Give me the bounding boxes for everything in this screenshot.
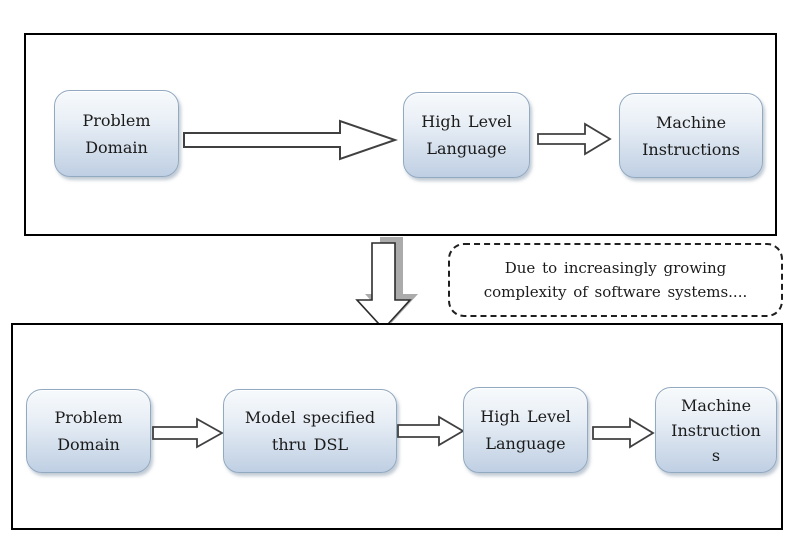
right-arrow-icon	[537, 122, 612, 156]
node-high-level-language-bottom: High Level Language	[463, 387, 588, 473]
right-arrow-icon	[592, 417, 655, 449]
node-label-line: Domain	[57, 435, 120, 454]
node-label-line: Problem	[82, 110, 151, 130]
node-label-line: High Level	[480, 407, 571, 426]
node-label-line: Model specified	[244, 408, 376, 427]
node-label-line: Machine	[680, 395, 752, 415]
node-label-line: Language	[426, 139, 507, 158]
right-arrow-icon	[183, 119, 398, 161]
node-label-line: thru DSL	[271, 435, 349, 454]
node-problem-domain-top: Problem Domain	[54, 90, 179, 177]
right-arrow-icon	[152, 417, 224, 449]
node-label-line: Instruction	[671, 420, 761, 440]
node-label-line: Instructions	[642, 139, 740, 159]
node-machine-instructions-top: Machine Instructions	[619, 93, 763, 178]
node-label-line: High Level	[421, 112, 512, 131]
node-machine-instructions-bottom: Machine Instruction s	[655, 387, 777, 473]
node-label-line: Domain	[85, 137, 148, 157]
node-model-specified-thru-dsl: Model specified thru DSL	[223, 389, 397, 473]
node-high-level-language-top: High Level Language	[403, 92, 530, 178]
node-problem-domain-bottom: Problem Domain	[26, 389, 151, 473]
node-label-line: Machine	[655, 112, 727, 132]
callout-line: complexity of software systems....	[483, 283, 748, 301]
node-label-line: Problem	[54, 408, 123, 427]
node-label-line: Language	[485, 434, 566, 453]
right-arrow-icon	[397, 415, 465, 447]
node-label-line: s	[711, 445, 721, 465]
reason-callout: Due to increasingly growing complexity o…	[448, 243, 783, 317]
down-arrow-icon	[355, 237, 418, 331]
callout-line: Due to increasingly growing	[504, 259, 727, 277]
